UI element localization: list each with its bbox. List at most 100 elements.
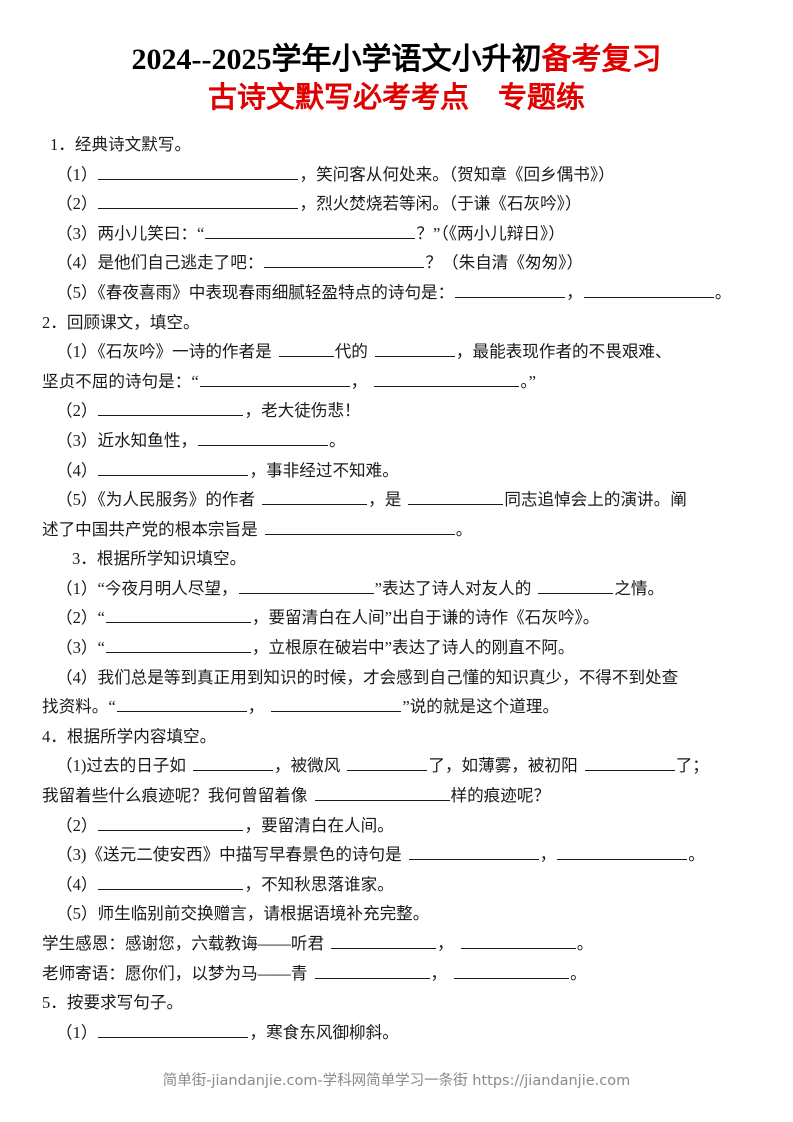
question-item: （2），烈火焚烧若等闲。（于谦《石灰吟》） <box>42 189 759 219</box>
question-text: 述了中国共产党的根本宗旨是 <box>42 519 258 539</box>
question-text: ？”（《两小儿辩日》） <box>416 223 565 243</box>
question-item: （1），寒食东风御柳斜。 <box>42 1018 759 1048</box>
question-text: 找资料。“ <box>42 697 116 717</box>
question-item: 老师寄语：愿你们，以梦为马——青，。 <box>42 959 759 989</box>
section-heading: 5．按要求写句子。 <box>42 993 184 1013</box>
question-text: （5）《为人民服务》的作者 <box>56 490 256 510</box>
question-item: （4）我们总是等到真正用到知识的时候，才会感到自己懂的知识真少，不得不到处查 <box>42 663 759 693</box>
question-text: 代的 <box>334 342 368 362</box>
question-text: （2）“ <box>56 608 105 628</box>
blank-underline[interactable] <box>98 161 299 180</box>
blank-underline[interactable] <box>314 783 450 802</box>
blank-underline[interactable] <box>264 516 455 535</box>
blank-underline[interactable] <box>408 842 539 861</box>
blank-underline[interactable] <box>238 575 374 594</box>
question-text: ”表达了诗人对友人的 <box>374 578 532 598</box>
title-line-1-red: 备考复习 <box>541 43 662 76</box>
question-text: （1） <box>56 164 98 184</box>
question-text: ， <box>566 282 583 302</box>
question-text: ，不知秋思落谁家。 <box>244 874 394 894</box>
blank-underline[interactable] <box>374 339 455 358</box>
page-title: 2024--2025学年小学语文小升初备考复习 古诗文默写必考考点 专题练 <box>0 0 793 116</box>
question-text: ，笑问客从何处来。（贺知章《回乡偶书》） <box>299 164 615 184</box>
blank-underline[interactable] <box>278 339 334 358</box>
question-text: （3）近水知鱼性， <box>56 430 198 450</box>
question-item: （1） ，笑问客从何处来。（贺知章《回乡偶书》） <box>42 160 759 190</box>
footer-watermark: 简单街-jiandanjie.com-学科网简单学习一条街 https://ji… <box>162 1073 631 1089</box>
blank-underline[interactable] <box>331 931 437 949</box>
blank-underline[interactable] <box>98 398 244 417</box>
blank-underline[interactable] <box>557 842 688 861</box>
section-heading: 1．经典诗文默写。 <box>50 134 192 154</box>
blank-underline[interactable] <box>98 191 299 210</box>
question-text: ，最能表现作者的不畏艰难、 <box>455 342 672 362</box>
question-text: （5）《春夜喜雨》中表现春雨细腻轻盈特点的诗句是： <box>56 282 455 302</box>
question-text: ，寒食东风御柳斜。 <box>249 1022 399 1042</box>
blank-underline[interactable] <box>583 280 714 298</box>
question-text: （4） <box>56 460 98 480</box>
question-item: （3）“，立根原在破岩中”表达了诗人的刚直不阿。 <box>42 633 759 663</box>
blank-underline[interactable] <box>98 812 244 831</box>
blank-underline[interactable] <box>455 280 566 298</box>
blank-underline[interactable] <box>98 1019 249 1038</box>
blank-underline[interactable] <box>314 960 430 979</box>
question-item: （1）《石灰吟》一诗的作者是代的，最能表现作者的不畏艰难、 <box>42 337 759 367</box>
question-text: （4）是他们自己逃走了吧： <box>56 253 264 273</box>
blank-underline[interactable] <box>408 487 504 506</box>
question-text: ，被微风 <box>273 756 341 776</box>
question-text: ， <box>247 697 265 717</box>
question-text: （4） <box>56 874 98 894</box>
question-text: ， <box>539 845 557 865</box>
question-item: （2），要留清白在人间。 <box>42 811 759 841</box>
question-item: （3）近水知鱼性，。 <box>42 426 759 456</box>
blank-underline[interactable] <box>454 960 570 979</box>
blank-underline[interactable] <box>105 605 251 624</box>
blank-underline[interactable] <box>116 694 247 713</box>
blank-underline[interactable] <box>460 931 576 949</box>
blank-underline[interactable] <box>205 220 416 239</box>
question-text: （2） <box>56 194 98 214</box>
blank-underline[interactable] <box>98 871 244 890</box>
question-text: （2） <box>56 815 98 835</box>
question-text: ， <box>437 934 454 953</box>
blank-underline[interactable] <box>262 487 368 506</box>
question-item: （1)过去的日子如，被微风了，如薄雾，被初阳了； <box>42 751 759 781</box>
question-text: （3）“ <box>56 638 105 658</box>
blank-underline[interactable] <box>192 753 273 772</box>
question-item: （5）《为人民服务》的作者，是同志追悼会上的演讲。阐 <box>42 485 759 515</box>
blank-underline[interactable] <box>98 457 249 476</box>
blank-underline[interactable] <box>105 635 251 654</box>
question-item: （4） ，不知秋思落谁家。 <box>42 870 759 900</box>
blank-underline[interactable] <box>271 694 402 713</box>
blank-underline[interactable] <box>584 753 675 772</box>
section-heading: 3．根据所学知识填空。 <box>72 549 247 569</box>
question-item: （5）师生临别前交换赠言，请根据语境补充完整。 <box>42 899 759 929</box>
question-text: 。 <box>688 845 705 865</box>
blank-underline[interactable] <box>374 368 520 387</box>
question-text: 。 <box>576 934 594 953</box>
question-text: 坚贞不屈的诗句是：“ <box>42 371 199 391</box>
question-text: 。” <box>520 371 536 391</box>
question-text: ，是 <box>368 490 402 510</box>
question-item: （3)《送元二使安西》中描写早春景色的诗句是，。 <box>42 840 759 870</box>
blank-underline[interactable] <box>264 250 425 269</box>
question-text: ，老大徒伤悲！ <box>244 401 361 421</box>
blank-underline[interactable] <box>538 575 614 594</box>
worksheet-content: 1．经典诗文默写。 （1） ，笑问客从何处来。（贺知章《回乡偶书》） （2），烈火… <box>0 130 793 1047</box>
blank-underline[interactable] <box>199 368 350 387</box>
question-text: ？（朱自清《匆匆》） <box>425 253 584 273</box>
blank-underline[interactable] <box>198 427 329 446</box>
question-item-continuation: 述了中国共产党的根本宗旨是。 <box>42 515 759 545</box>
section-heading: 2．回顾课文，填空。 <box>42 312 200 332</box>
title-line-2: 古诗文默写必考考点 专题练 <box>207 81 585 114</box>
question-text: （3）两小儿笑曰：“ <box>56 223 205 243</box>
question-text: 样的痕迹呢？ <box>450 786 551 806</box>
question-text: （1）“今夜月明人尽望， <box>56 578 238 598</box>
blank-underline[interactable] <box>347 753 428 772</box>
question-text: （1)过去的日子如 <box>56 756 186 776</box>
question-text: ”说的就是这个道理。 <box>402 697 560 717</box>
question-item: （1）“今夜月明人尽望，”表达了诗人对友人的之情。 <box>42 574 759 604</box>
question-text: ， <box>350 371 368 391</box>
section-heading: 4．根据所学内容填空。 <box>42 726 217 746</box>
